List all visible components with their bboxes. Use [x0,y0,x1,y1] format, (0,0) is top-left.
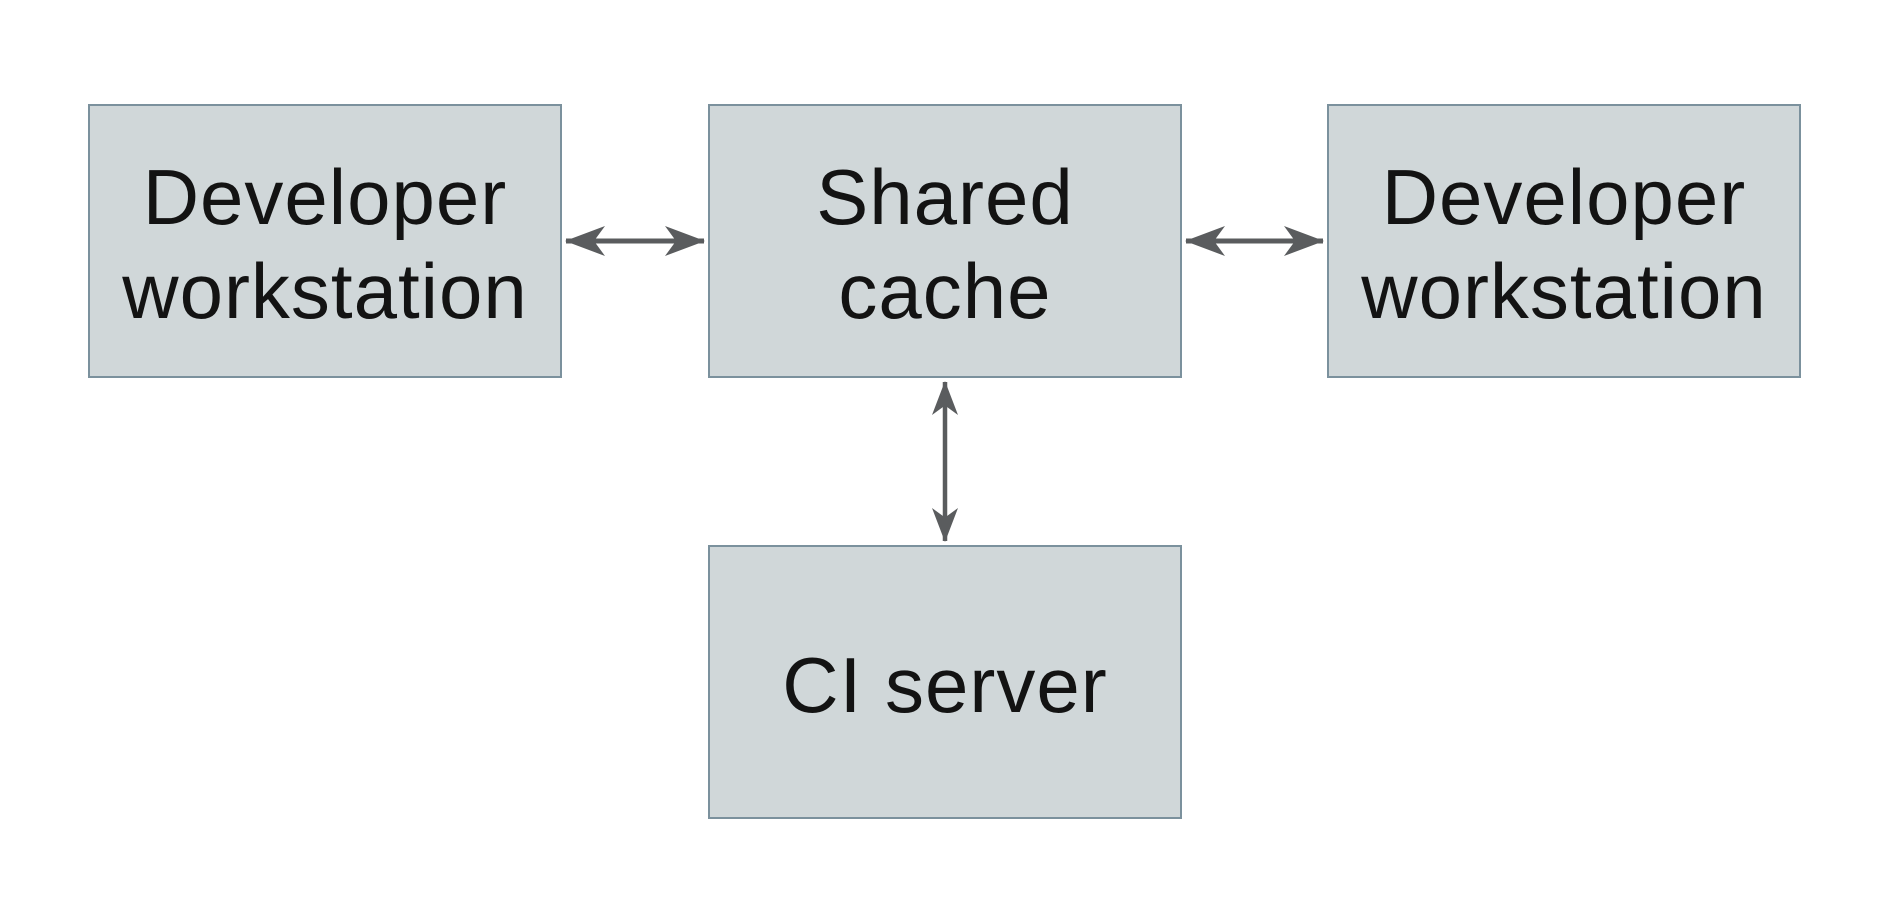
node-label: Developer workstation [122,153,528,335]
node-developer-workstation-left: Developer workstation [88,104,562,378]
node-shared-cache: Shared cache [708,104,1182,378]
node-ci-server: CI server [708,545,1182,819]
node-developer-workstation-right: Developer workstation [1327,104,1801,378]
node-label: CI server [782,641,1108,729]
node-label: Shared cache [816,153,1074,335]
node-label: Developer workstation [1361,153,1767,335]
